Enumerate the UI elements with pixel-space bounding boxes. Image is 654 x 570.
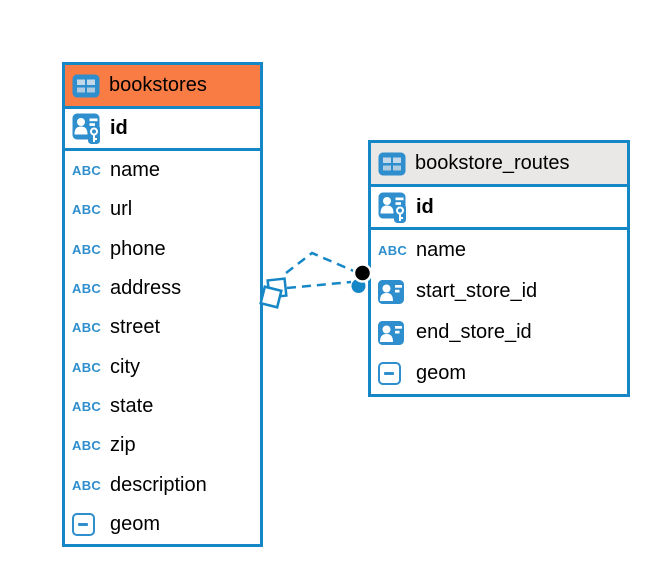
text-type-icon: ABC bbox=[72, 359, 102, 375]
column-name: id bbox=[110, 117, 128, 139]
column-name: id bbox=[416, 195, 434, 218]
column-row[interactable]: ABC name bbox=[371, 230, 627, 271]
column-row[interactable]: ABC description bbox=[65, 465, 260, 505]
column-name: name bbox=[110, 159, 161, 182]
primary-key-icon bbox=[72, 113, 102, 144]
column-name: geom bbox=[110, 512, 161, 535]
column-name: state bbox=[110, 394, 154, 417]
text-type-icon: ABC bbox=[72, 438, 102, 454]
column-name: zip bbox=[110, 434, 136, 457]
column-name: street bbox=[110, 316, 161, 339]
table-bookstores[interactable]: bookstores id ABC name bbox=[62, 62, 263, 547]
column-name: address bbox=[110, 277, 182, 300]
table-name: bookstore_routes bbox=[415, 152, 570, 174]
text-type-icon: ABC bbox=[72, 241, 102, 257]
column-row[interactable]: id bbox=[371, 187, 627, 230]
column-row[interactable]: ABC address bbox=[65, 268, 260, 309]
column-row[interactable]: ABC state bbox=[65, 386, 260, 427]
column-name: start_store_id bbox=[416, 280, 538, 302]
column-row[interactable]: ABC zip bbox=[65, 426, 260, 466]
column-row[interactable]: start_store_id bbox=[371, 271, 627, 312]
column-name: name bbox=[416, 239, 467, 261]
column-row[interactable]: ABC name bbox=[65, 151, 260, 191]
text-type-icon: ABC bbox=[378, 243, 408, 258]
text-type-icon: ABC bbox=[72, 398, 102, 414]
geometry-type-icon bbox=[378, 362, 408, 385]
foreign-key-icon bbox=[378, 279, 408, 304]
geometry-type-icon bbox=[72, 512, 102, 536]
text-type-icon: ABC bbox=[72, 163, 102, 179]
table-bookstores-header[interactable]: bookstores bbox=[65, 65, 260, 109]
column-row[interactable]: geom bbox=[65, 504, 260, 544]
column-row[interactable]: ABC url bbox=[65, 190, 260, 230]
column-name: city bbox=[110, 355, 140, 378]
column-row[interactable]: end_store_id bbox=[371, 312, 627, 353]
text-type-icon: ABC bbox=[72, 202, 102, 218]
column-name: url bbox=[110, 198, 133, 221]
column-name: geom bbox=[416, 362, 467, 384]
table-icon bbox=[378, 152, 406, 176]
column-name: end_store_id bbox=[416, 321, 532, 343]
overlapping-circles-marker[interactable] bbox=[351, 263, 373, 294]
relation-line-upper[interactable] bbox=[285, 251, 357, 274]
text-type-icon: ABC bbox=[72, 477, 102, 493]
table-icon bbox=[72, 74, 100, 98]
text-type-icon: ABC bbox=[72, 320, 102, 336]
primary-key-icon bbox=[378, 192, 408, 223]
overlapping-squares-marker[interactable] bbox=[259, 277, 288, 309]
table-bookstore-routes[interactable]: bookstore_routes id ABC name bbox=[368, 140, 630, 397]
column-row[interactable]: ABC street bbox=[65, 308, 260, 348]
column-name: phone bbox=[110, 237, 166, 260]
table-bookstore-routes-header[interactable]: bookstore_routes bbox=[371, 143, 627, 187]
foreign-key-icon bbox=[378, 320, 408, 345]
text-type-icon: ABC bbox=[72, 281, 102, 297]
column-name: description bbox=[110, 473, 207, 496]
table-name: bookstores bbox=[109, 74, 207, 96]
column-row[interactable]: ABC city bbox=[65, 347, 260, 387]
column-row[interactable]: id bbox=[65, 109, 260, 151]
relation-line-lower[interactable] bbox=[286, 280, 352, 290]
column-row[interactable]: ABC phone bbox=[65, 229, 260, 269]
column-row[interactable]: geom bbox=[371, 353, 627, 394]
